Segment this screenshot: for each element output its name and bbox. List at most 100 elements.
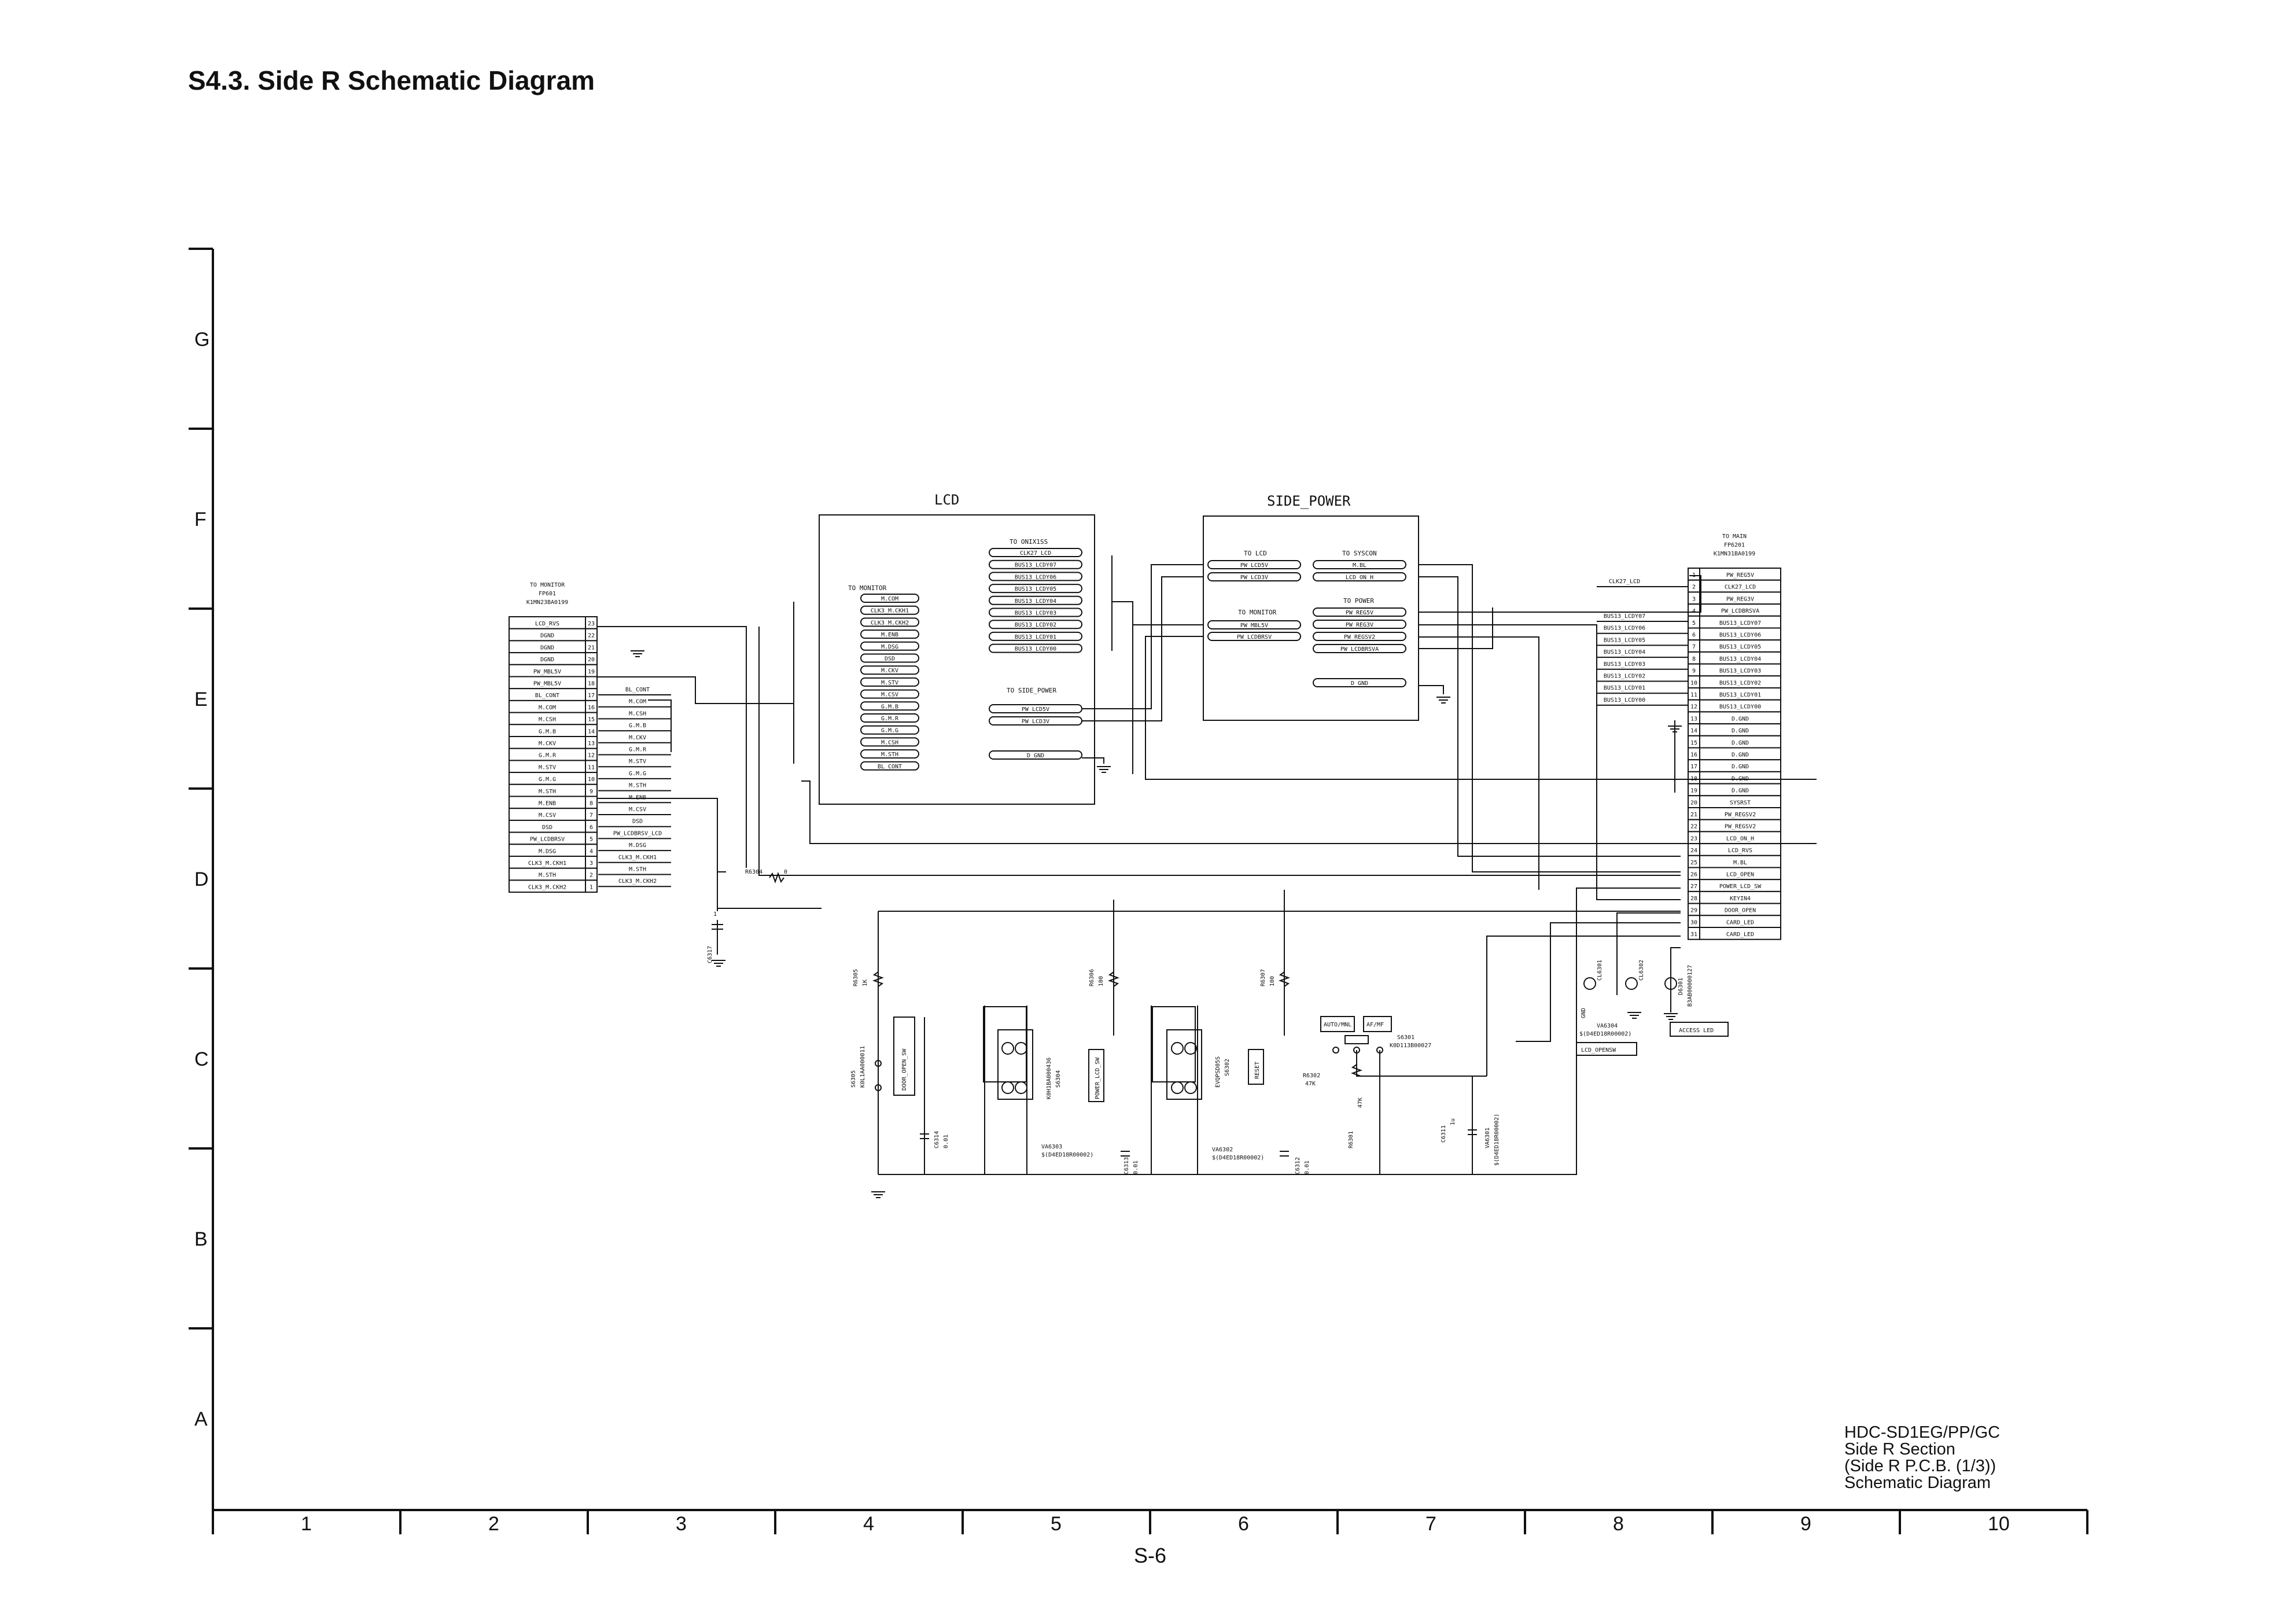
sp-power-pin-label: PW_LCDBRSVA <box>1340 646 1379 653</box>
sp-to-lcd-title: TO LCD <box>1244 550 1267 557</box>
lcd-monitor-pin-shape <box>860 617 919 627</box>
connector-pin-number: 27 <box>1690 883 1697 890</box>
r6307-label: R6307 <box>1260 969 1266 986</box>
sp-syscon-pin-label: M.BL <box>1353 562 1366 569</box>
lcd-monitor-pin-shape <box>860 749 919 759</box>
lcd-monitor-pin-label: M.CKV <box>881 668 898 674</box>
lcd-opensw-label: LCD_OPENSW <box>1581 1047 1616 1054</box>
model-line-4: Schematic Diagram <box>1844 1474 1991 1492</box>
lcd-onix-pin-label: BUS13_LCDY06 <box>1015 574 1056 580</box>
lcd-onix-pin-label: BUS13_LCDY07 <box>1015 562 1056 569</box>
lcd-monitor-pin-label: CLK3_M.CKH2 <box>871 620 909 626</box>
lcd-monitor-pin-shape <box>860 677 919 687</box>
r6301-value: 47K <box>1357 1098 1364 1108</box>
connector-pin-name: M.BL <box>1733 860 1747 866</box>
connector-pin-name: LCD_ON_H <box>1726 835 1754 842</box>
r6306-label: R6306 <box>1089 969 1095 986</box>
fp6201-net-label: BUS13_LCDY00 <box>1604 697 1645 704</box>
connector-pin-name: D.GND <box>1732 764 1749 770</box>
col-label: 5 <box>1051 1513 1062 1535</box>
connector-pin-number: 29 <box>1690 908 1697 914</box>
lcd-to-onixiss-title: TO ONIX1SS <box>1010 538 1048 546</box>
lcd-monitor-pin-shape <box>860 701 919 711</box>
col-label: 9 <box>1800 1513 1811 1535</box>
connector-pin-number: 5 <box>590 837 593 843</box>
lcd-monitor-pin-shape <box>860 605 919 615</box>
sp-dgnd-pin-label: D_GND <box>1351 680 1368 687</box>
lcd-onix-pin-label: CLK27_LCD <box>1020 550 1051 557</box>
connector-pin-number: 17 <box>588 693 595 699</box>
lcd-onix-pin-shape <box>989 631 1082 641</box>
fp6201-net-label: BUS13_LCDY07 <box>1604 613 1645 620</box>
cl6301-label: CL6301 <box>1597 960 1603 981</box>
connector-pin-name: G.M.B <box>539 728 556 735</box>
connector-pin-number: 12 <box>588 753 595 759</box>
r6304-label: R6304 <box>745 869 762 875</box>
c6311-value: 1u <box>1450 1118 1456 1125</box>
connector-pin-number: 7 <box>1692 644 1696 650</box>
connector-pin-name: PW_REGSV2 <box>1725 824 1756 830</box>
row-label: B <box>194 1228 208 1250</box>
connector-pin-number: 11 <box>588 764 595 771</box>
model-line-3: (Side R P.C.B. (1/3)) <box>1844 1457 1996 1475</box>
lcd-onix-pin-label: BUS13_LCDY02 <box>1015 622 1056 628</box>
connector-pin-name: PW_REG5V <box>1726 572 1754 579</box>
lcd-onix-pin-label: BUS13_LCDY04 <box>1015 598 1056 605</box>
lcd-onix-pin-shape <box>989 584 1082 594</box>
connector-pin-name: BL_CONT <box>535 693 559 699</box>
connector-pin-name: PW_MBL5V <box>533 669 561 675</box>
grid-frame <box>212 249 2087 1511</box>
connector-pin-number: 30 <box>1690 919 1697 926</box>
connector-pin-cell <box>1688 927 1700 940</box>
component-symbols <box>712 872 1729 1157</box>
connector-pin-name: CARD_LED <box>1726 931 1754 938</box>
connector-pin-name: PW_LCDBRSV <box>530 837 565 843</box>
lcd-monitor-pin-label: G.M.R <box>881 716 899 722</box>
va6304-label: VA6304 <box>1597 1023 1618 1029</box>
access-led-label: ACCESS LED <box>1679 1028 1714 1034</box>
connector-pin-name: PW_MBL5V <box>533 681 561 687</box>
c6311-label: C6311 <box>1441 1125 1447 1143</box>
connector-pin-number: 4 <box>1692 608 1696 614</box>
r6301-label: R6301 <box>1348 1131 1354 1148</box>
connector-pin-name: D.GND <box>1732 728 1749 734</box>
lcd-monitor-pin-label: M.STV <box>881 680 898 686</box>
connector-pin-name: LCD_OPEN <box>1726 872 1754 878</box>
connector-pin-number: 20 <box>588 657 595 663</box>
lcd-monitor-pin-shape <box>860 689 919 699</box>
lcd-monitor-pin-label: M.CSH <box>881 739 898 746</box>
connector-pin-number: 22 <box>1690 824 1697 830</box>
connector-pin-name: LCD_RVS <box>1728 848 1752 854</box>
af-mf-label: AF/MF <box>1366 1022 1384 1028</box>
row-label: E <box>194 688 208 710</box>
connector-pin-name: M.STH <box>539 789 556 795</box>
connector-pin-number: 19 <box>588 669 595 675</box>
sp-lcd-pin-label: PW_LCD3V <box>1240 575 1268 581</box>
va6303-part: $(D4ED18R00002) <box>1041 1152 1093 1158</box>
fp601-net-label: M.STV <box>629 758 646 765</box>
row-label: A <box>194 1408 208 1430</box>
wiring <box>597 555 1817 1175</box>
fp601-net-label: M.STH <box>629 867 646 873</box>
sp-syscon-pin-label: LCD_ON_H <box>1346 575 1373 581</box>
sp-dgnd-pin-shape <box>1313 678 1406 687</box>
row-label: C <box>194 1048 209 1070</box>
connector-pin-number: 12 <box>1690 704 1697 710</box>
sp-monitor-pin-shape <box>1207 620 1301 629</box>
connector-pin-number: 9 <box>1692 668 1696 675</box>
connector-header: K1MN31BA0199 <box>1714 551 1755 557</box>
c6313-label: C6313 <box>1123 1157 1130 1174</box>
connector-pin-number: 25 <box>1690 860 1697 866</box>
sp-lcd-pin-shape <box>1207 560 1301 569</box>
c6314-value: 0.01 <box>943 1135 949 1148</box>
lcd-monitor-pin-shape <box>860 665 919 675</box>
side-power-block <box>1203 515 1419 721</box>
connector-pin-name: KEYIN4 <box>1730 896 1751 902</box>
connector-pin-number: 17 <box>1690 764 1697 770</box>
sp-power-pin-shape <box>1313 620 1406 629</box>
page-title: S4.3. Side R Schematic Diagram <box>188 65 595 95</box>
d6301-label: D6301 <box>1678 978 1684 995</box>
lcd-monitor-pin-label: M.CSV <box>881 692 898 698</box>
lcd-monitor-pin-shape <box>860 641 919 651</box>
